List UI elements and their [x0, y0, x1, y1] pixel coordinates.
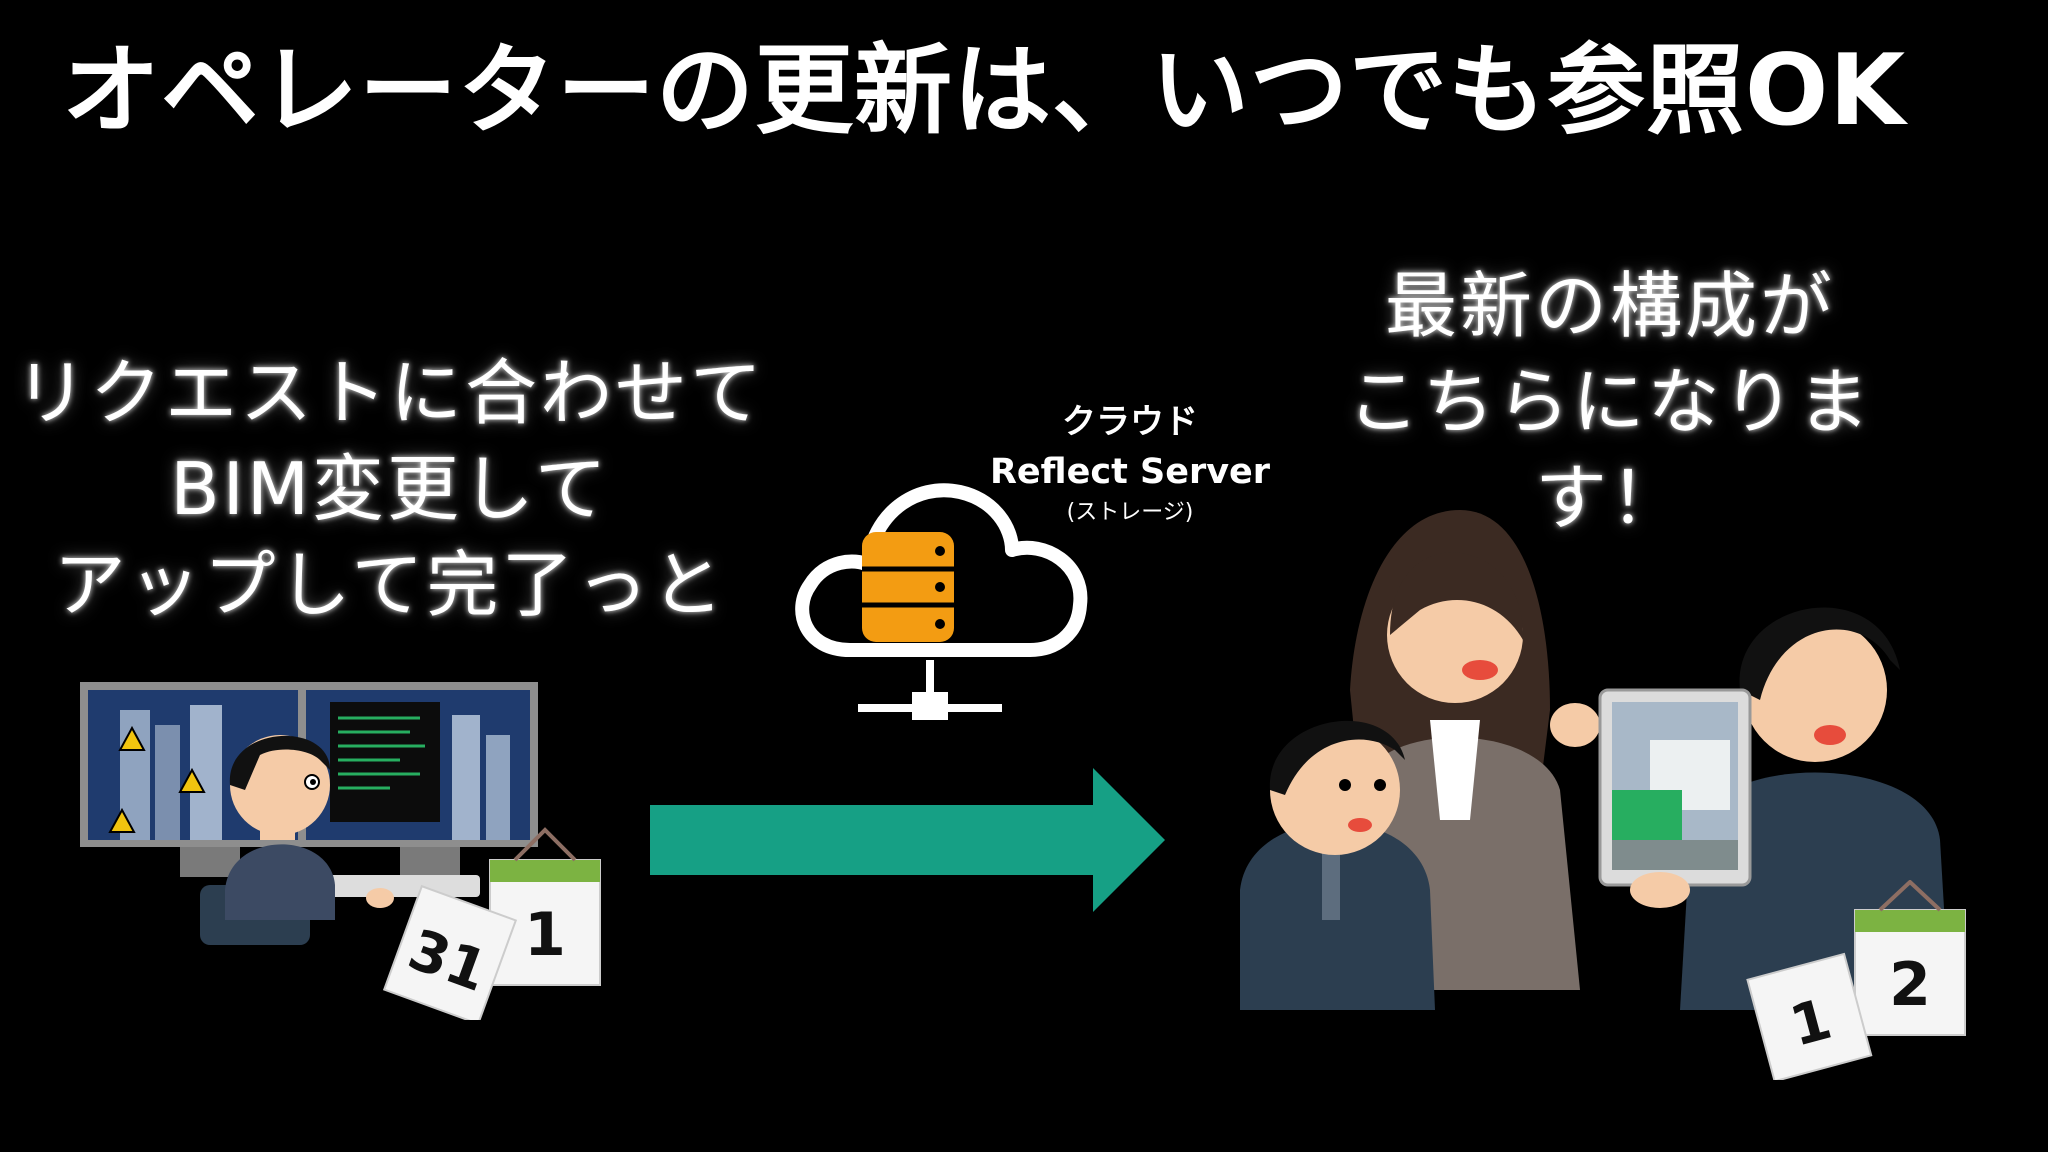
slide-title: オペレーターの更新は、いつでも参照OK [62, 34, 1907, 148]
right-caption-line-1: 最新の構成が [1384, 264, 1835, 348]
left-caption-line-3: アップして完了っと [53, 543, 727, 627]
network-icon [858, 660, 1002, 720]
calendar-back-day: 2 [1889, 950, 1931, 1020]
cloud-labels: クラウド Reflect Server (ストレージ) [980, 398, 1280, 528]
storage-label: (ストレージ) [1066, 500, 1194, 525]
right-calendar-icon: 2 1 [1746, 880, 1966, 1080]
left-caption-line-1: リクエストに合わせて [14, 351, 765, 435]
left-caption: リクエストに合わせて BIM変更して アップして完了っと [0, 345, 780, 633]
calendar-back-day: 1 [524, 900, 566, 970]
right-caption-line-2: こちらになります！ [1347, 360, 1873, 540]
left-calendar-icon: 1 31 [382, 827, 601, 1020]
tablet-icon [1598, 688, 1752, 887]
cloud-label: クラウド [1062, 402, 1198, 442]
right-caption: 最新の構成が こちらになります！ [1280, 258, 1940, 546]
right-arrow-icon [650, 768, 1165, 912]
left-caption-line-2: BIM変更して [170, 447, 610, 531]
database-icon [862, 532, 954, 642]
team-illustration [1240, 510, 1950, 1010]
operator-illustration [80, 682, 538, 945]
cloud-database-icon [795, 483, 1088, 720]
server-label: Reflect Server [989, 452, 1271, 492]
